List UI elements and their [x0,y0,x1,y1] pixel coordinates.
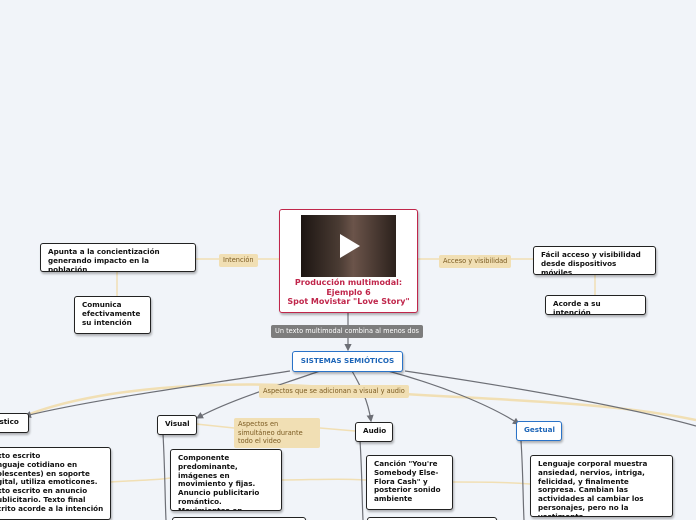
node-partial-audio-next[interactable] [367,517,497,520]
central-title-line3: Spot Movistar "Love Story" [287,297,410,307]
tag-acceso-visibilidad: Acceso y visibilidad [439,255,512,268]
node-lenguaje-corporal[interactable]: Lenguaje corporal muestra ansiedad, nerv… [530,455,673,517]
central-title-line1: Producción multimodal: [294,278,403,287]
node-comunica[interactable]: Comunica efectivamente su intención [74,296,151,334]
node-partial-visual-next[interactable] [172,517,306,520]
node-acorde[interactable]: Acorde a su intención [545,295,646,315]
node-concientizacion[interactable]: Apunta a la concientización generando im… [40,243,196,272]
node-audio[interactable]: Audio [355,422,393,442]
central-title-line2: Ejemplo 6 [326,287,371,297]
tag-aspectos-simultaneo: Aspectos en simultáneo durante todo el v… [234,418,320,448]
tag-intencion: Intención [219,254,258,267]
node-linguistico[interactable]: ístico [0,413,29,433]
play-icon[interactable] [340,234,360,258]
node-texto-escrito[interactable]: xto escrito nguaje cotidiano en olescent… [0,447,111,520]
node-componente-visual[interactable]: Componente predominante, imágenes en mov… [170,449,282,511]
node-cancion[interactable]: Canción "You're Somebody Else- Flora Cas… [366,455,453,510]
node-facil-acceso[interactable]: Fácil acceso y visibilidad desde disposi… [533,246,656,275]
video-thumbnail[interactable] [301,215,396,277]
node-gestual[interactable]: Gestual [516,421,562,441]
tag-combina: Un texto multimodal combina al menos dos [271,325,423,338]
node-sistemas-semioticos[interactable]: SISTEMAS SEMIÓTICOS [292,351,403,372]
node-visual[interactable]: Visual [157,415,197,435]
central-topic[interactable]: Producción multimodal: Ejemplo 6 Spot Mo… [279,209,418,313]
tag-aspectos-adicionan: Aspectos que se adicionan a visual y aud… [259,385,409,398]
